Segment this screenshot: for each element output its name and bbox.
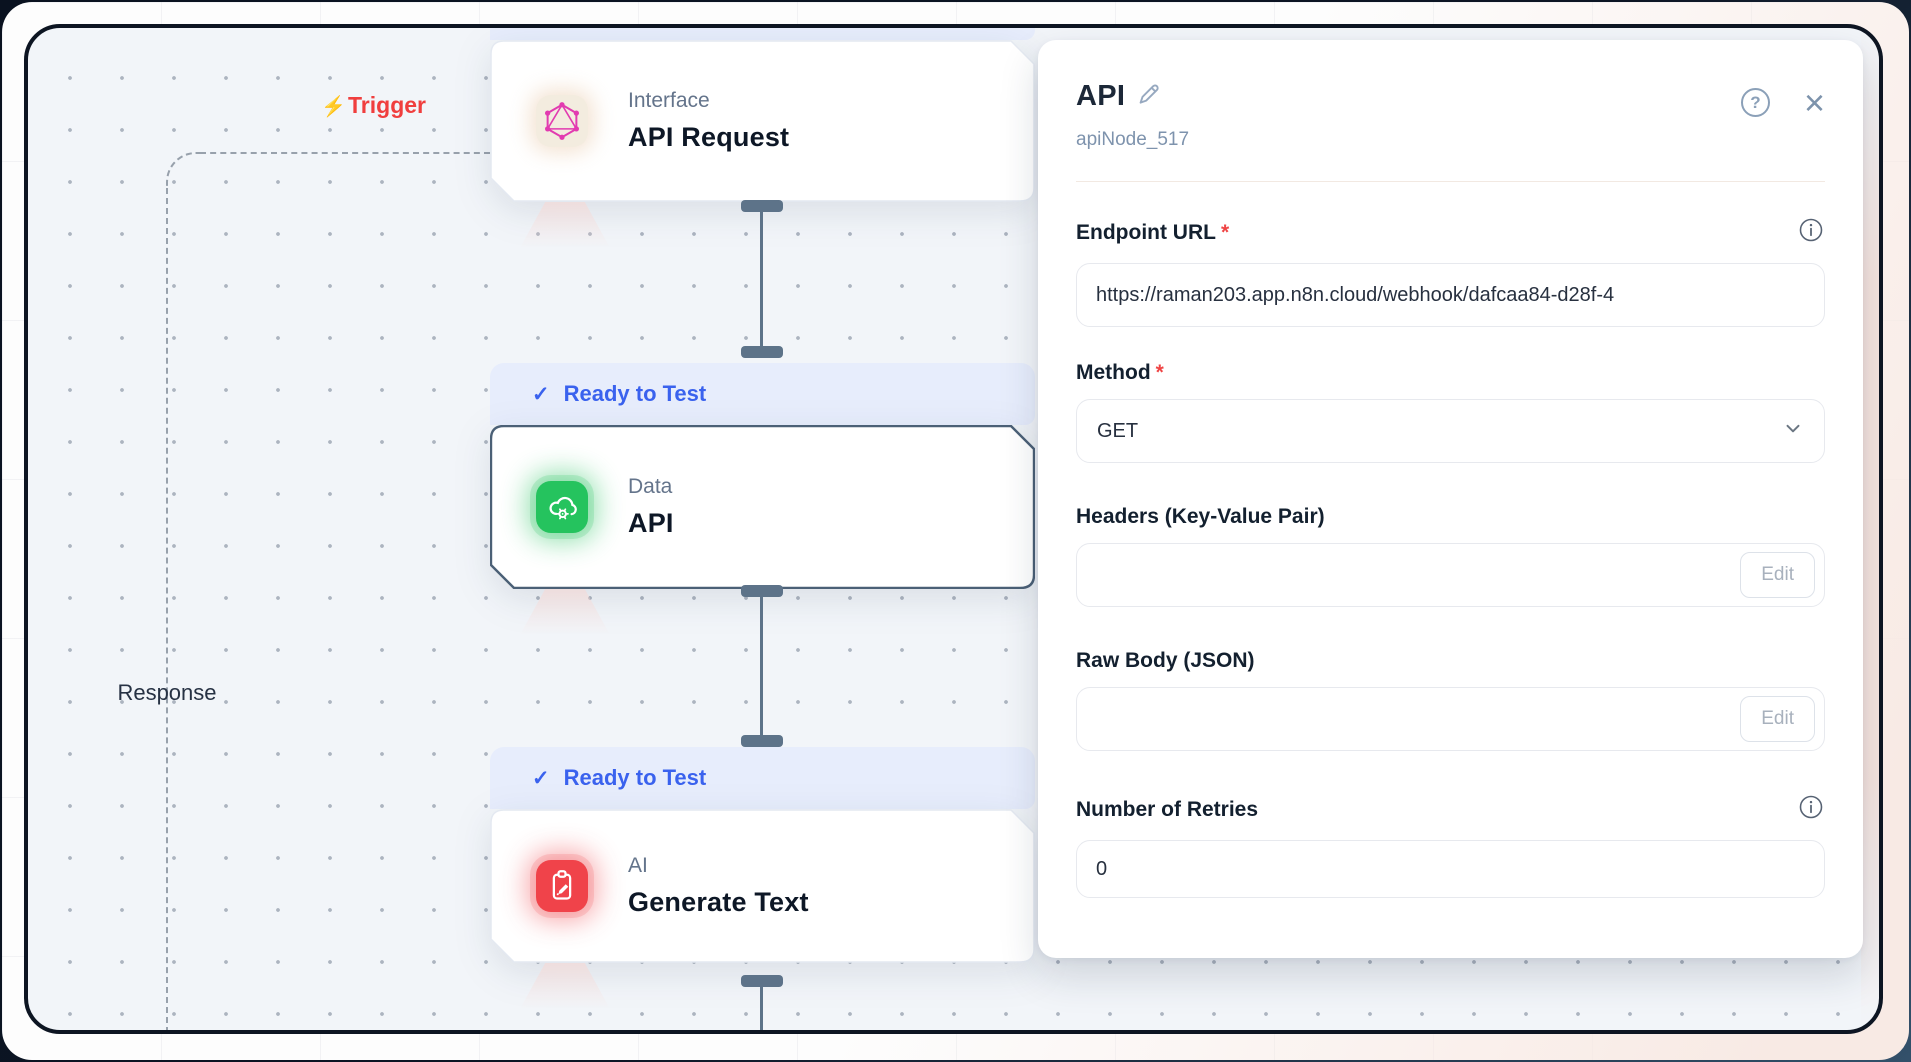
edit-title-icon[interactable] (1137, 82, 1161, 111)
trigger-label: ⚡Trigger (321, 92, 426, 118)
raw-body-input[interactable] (1076, 687, 1825, 751)
graphql-icon (536, 95, 588, 147)
canvas-right-tint (1861, 28, 1879, 1030)
node-category: AI (628, 854, 648, 877)
lightning-icon: ⚡ (321, 96, 347, 118)
node-api-request[interactable]: Interface API Request (490, 40, 1035, 248)
node-id: apiNode_517 (1076, 129, 1190, 150)
node-category: Data (628, 475, 673, 498)
output-port[interactable] (741, 200, 783, 212)
workflow-canvas[interactable]: ⚡Trigger Response (24, 24, 1883, 1034)
dashed-connector-vertical (166, 188, 168, 1030)
retries-input[interactable] (1076, 840, 1825, 898)
method-select[interactable]: GET (1076, 399, 1825, 463)
close-icon[interactable]: × (1803, 81, 1825, 123)
connector-wire (760, 210, 763, 350)
node-api[interactable]: ✓ Ready to Test (490, 363, 1035, 635)
retries-label: Number of Retries (1076, 797, 1259, 821)
node-title: API Request (628, 122, 790, 152)
method-label: Method* (1076, 361, 1164, 384)
headers-label: Headers (Key-Value Pair) (1076, 505, 1325, 528)
node-title: API (628, 508, 674, 538)
clipboard-pencil-icon (536, 860, 588, 912)
node-generate-text[interactable]: ✓ Ready to Test (490, 747, 1035, 1009)
raw-body-label: Raw Body (JSON) (1076, 649, 1255, 672)
output-port[interactable] (741, 975, 783, 987)
cloud-data-icon (536, 481, 588, 533)
headers-input[interactable] (1076, 543, 1825, 607)
node-config-panel: API ? × apiNode_517 Endpoint URL* (1038, 40, 1863, 958)
output-port[interactable] (741, 585, 783, 597)
info-icon[interactable] (1797, 216, 1825, 249)
node-status-badge: ✓ Ready to Test (490, 747, 1035, 809)
check-icon: ✓ (532, 382, 550, 406)
endpoint-url-label: Endpoint URL* (1076, 220, 1230, 244)
check-icon: ✓ (532, 766, 550, 790)
node-category: Interface (628, 89, 710, 112)
response-label: Response (117, 680, 217, 705)
info-icon[interactable] (1797, 793, 1825, 826)
headers-edit-button[interactable]: Edit (1740, 552, 1815, 598)
dashed-connector-horizontal (200, 152, 490, 154)
panel-title: API (1076, 80, 1126, 112)
node-status-badge (490, 28, 1035, 40)
help-icon[interactable]: ? (1740, 88, 1770, 117)
connector-wire (760, 985, 763, 1030)
connector-wire (760, 595, 763, 737)
node-status-badge: ✓ Ready to Test (490, 363, 1035, 425)
raw-body-edit-button[interactable]: Edit (1740, 696, 1815, 742)
input-port[interactable] (741, 346, 783, 358)
input-port[interactable] (741, 735, 783, 747)
divider (1076, 181, 1825, 182)
node-title: Generate Text (628, 887, 809, 917)
chevron-down-icon (1782, 417, 1804, 445)
endpoint-url-input[interactable] (1076, 263, 1825, 327)
